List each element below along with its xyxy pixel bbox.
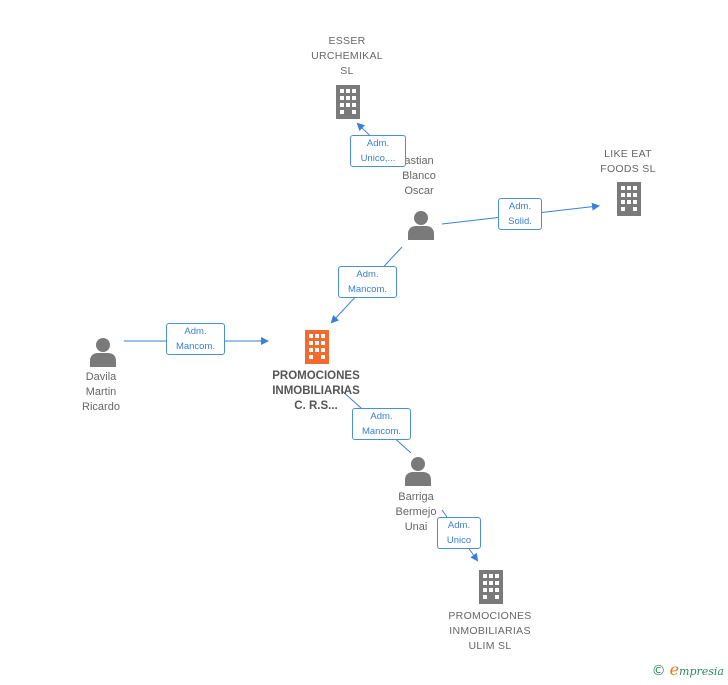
edge-label-sebastian-main[interactable]: Adm. Mancom.: [338, 266, 397, 298]
node-label-esser: ESSER URCHEMIKAL SL: [311, 35, 383, 77]
node-label-ulim: PROMOCIONES INMOBILIARIAS ULIM SL: [448, 610, 532, 652]
node-label-likeeat: LIKE EAT FOODS SL: [600, 148, 656, 175]
node-label-main: PROMOCIONES INMOBILIARIAS C. R.S...: [272, 370, 360, 412]
building-icon[interactable]: [476, 570, 506, 604]
edge-label-sebastian-esser[interactable]: Adm. Unico,...: [350, 135, 406, 167]
node-label-sebastian: astian Blanco Oscar: [402, 155, 436, 197]
person-icon[interactable]: [406, 210, 436, 240]
person-icon[interactable]: [88, 337, 118, 367]
empresia-logo: ©empresia: [651, 660, 724, 679]
node-label-barriga: Barriga Bermejo Unai: [395, 491, 437, 533]
edge-label-sebastian-likeeat[interactable]: Adm. Solid.: [498, 198, 542, 230]
edge-label-barriga-ulim[interactable]: Adm. Unico: [437, 517, 481, 549]
node-label-davila: Davila Martin Ricardo: [82, 371, 120, 413]
edge-label-barriga-main[interactable]: Adm. Mancom.: [352, 408, 411, 440]
copyright-icon: ©: [651, 663, 666, 679]
edge-label-davila-main[interactable]: Adm. Mancom.: [166, 323, 225, 355]
building-icon[interactable]: [614, 182, 644, 216]
person-icon[interactable]: [403, 456, 433, 486]
main-building-icon[interactable]: [302, 330, 332, 364]
building-icon[interactable]: [333, 85, 363, 119]
